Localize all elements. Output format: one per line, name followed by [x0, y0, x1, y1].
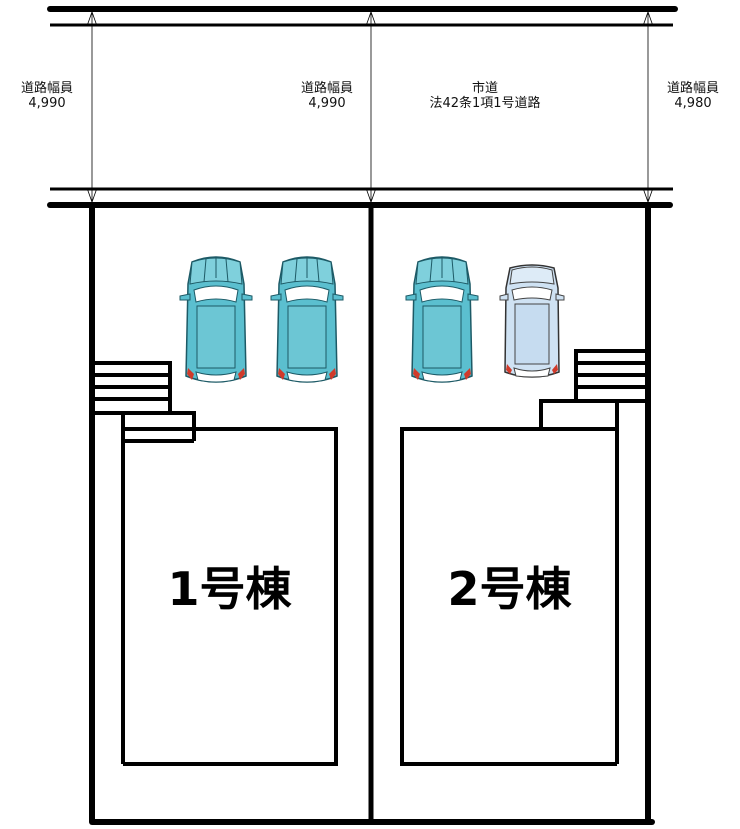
lot1-stairs [92, 361, 196, 764]
car-lot1-b [270, 256, 344, 383]
road-width-title: 道路幅員 [300, 81, 353, 96]
road-type: 市道 [471, 81, 498, 96]
road-width-label-center: 道路幅員 4,990 [284, 81, 370, 111]
car-lot2-a [405, 256, 479, 383]
dimension-line-center [365, 10, 377, 204]
road-width-title: 道路幅員 [666, 81, 719, 96]
road-width-value: 4,980 [674, 96, 712, 111]
lot1-building-outline [123, 427, 338, 766]
lot1-building-label: 1号棟 [167, 562, 292, 616]
road-width-value: 4,990 [308, 96, 346, 111]
road-type-label: 市道 法42条1項1号道路 [400, 81, 570, 111]
lot2-building-outline [400, 427, 617, 766]
car-lot2-b [499, 264, 565, 378]
road-law-classification: 法42条1項1号道路 [429, 96, 541, 111]
lot2-building-label: 2号棟 [447, 562, 572, 616]
dimension-line-right [642, 10, 654, 204]
car-lot1-a [179, 256, 253, 383]
lot2-stairs [539, 349, 648, 764]
road-width-label-right: 道路幅員 4,980 [650, 81, 736, 111]
road-width-value: 4,990 [28, 96, 66, 111]
road-width-label-left: 道路幅員 4,990 [4, 81, 90, 111]
dimension-line-left [86, 10, 98, 204]
road-width-title: 道路幅員 [20, 81, 73, 96]
